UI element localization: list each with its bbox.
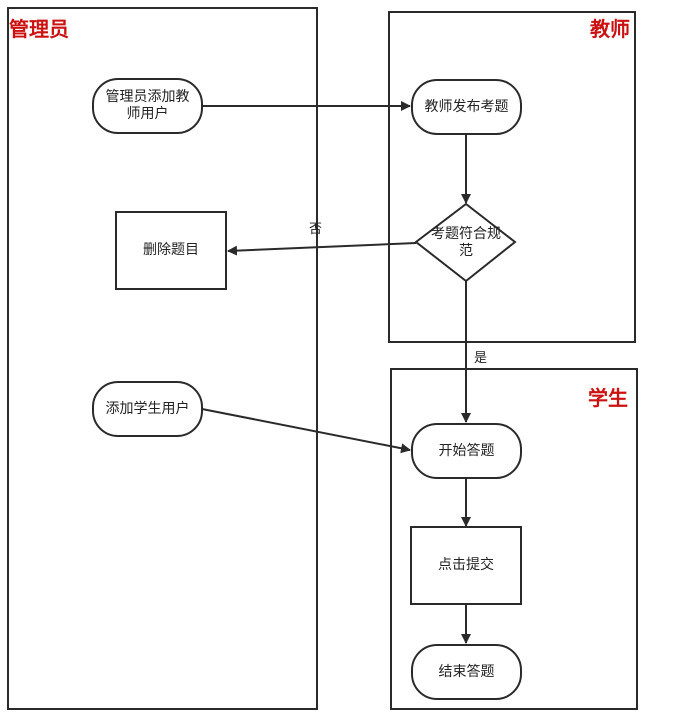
add-student-label: 添加学生用户 xyxy=(105,400,190,417)
add-teacher-node: 管理员添加教师用户 xyxy=(92,78,203,134)
submit-label: 点击提交 xyxy=(438,557,494,573)
teacher-lane xyxy=(388,11,636,343)
edge-label-yes: 是 xyxy=(474,351,488,366)
teacher-lane-title: 教师 xyxy=(590,17,630,41)
finish-node: 结束答题 xyxy=(411,644,522,700)
publish-label: 教师发布考题 xyxy=(424,98,509,115)
student-lane-title: 学生 xyxy=(588,386,628,410)
edge-check-to-delete xyxy=(227,242,417,256)
finish-label: 结束答题 xyxy=(438,663,495,680)
delete-label: 删除题目 xyxy=(143,242,199,258)
check-label: 考题符合规范 xyxy=(431,226,501,259)
add-student-node: 添加学生用户 xyxy=(92,381,203,437)
delete-node: 删除题目 xyxy=(115,211,227,290)
edge-add-student-to-start xyxy=(201,408,411,454)
decision-diamond xyxy=(414,202,517,283)
add-teacher-label: 管理员添加教师用户 xyxy=(105,89,190,122)
student-lane xyxy=(390,368,638,710)
start-node: 开始答题 xyxy=(411,423,522,479)
admin-lane xyxy=(7,7,318,710)
edge-label-no: 否 xyxy=(309,222,323,237)
admin-lane-title: 管理员 xyxy=(9,17,69,41)
publish-node: 教师发布考题 xyxy=(411,79,522,135)
submit-node: 点击提交 xyxy=(410,526,522,605)
start-label: 开始答题 xyxy=(438,442,495,459)
